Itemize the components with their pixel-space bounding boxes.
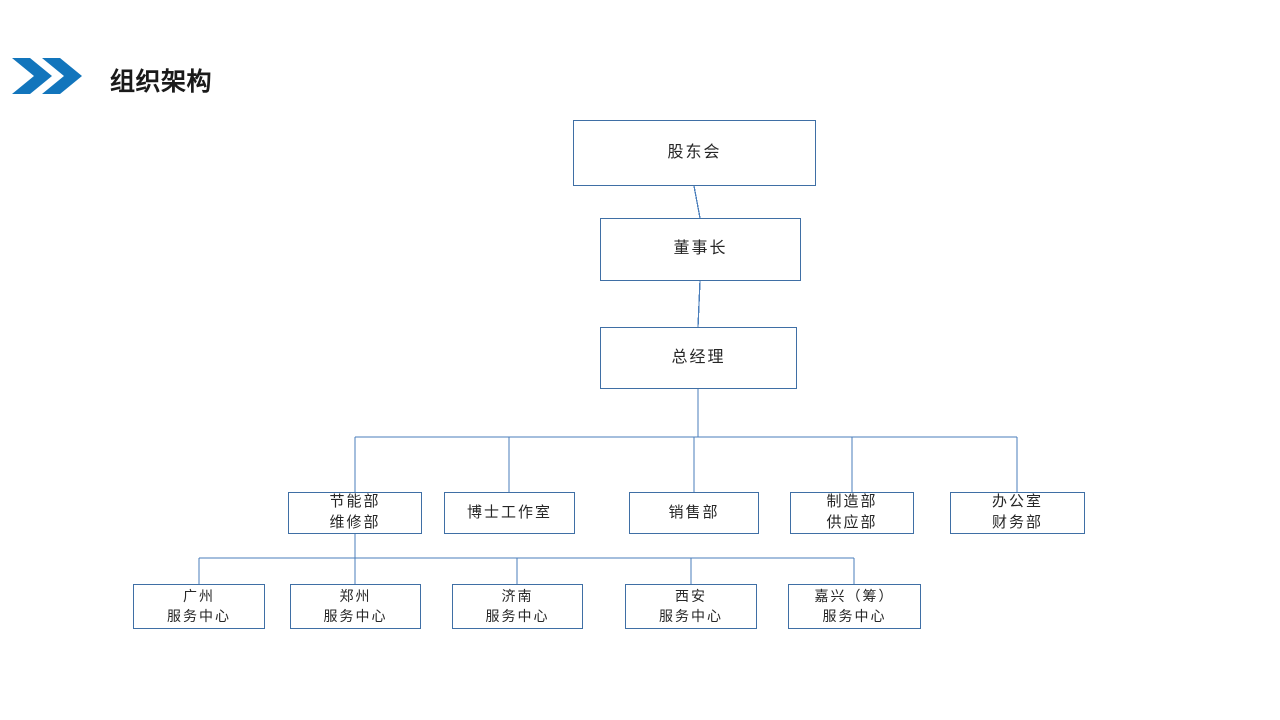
node-label-line-1: 嘉兴（筹） bbox=[814, 588, 895, 605]
node-label-line-2: 服务中心 bbox=[167, 607, 231, 624]
node-jinan-service-center[interactable]: 济南 服务中心 bbox=[452, 584, 583, 629]
node-label-line-2: 财务部 bbox=[991, 514, 1043, 531]
page-header: 组织架构 bbox=[0, 0, 1280, 110]
node-label-line-1: 制造部 bbox=[826, 493, 878, 511]
node-energy-maintenance-dept[interactable]: 节能部 维修部 bbox=[288, 492, 422, 534]
node-label-line-2: 供应部 bbox=[826, 514, 878, 531]
node-label: 股东会 bbox=[667, 143, 722, 161]
node-label-line-1: 郑州 bbox=[339, 588, 372, 605]
node-label-line-1: 办公室 bbox=[991, 493, 1043, 511]
node-chairman[interactable]: 董事长 bbox=[600, 218, 801, 281]
node-label-line-2: 服务中心 bbox=[822, 607, 887, 624]
page-title: 组织架构 bbox=[110, 68, 213, 96]
node-label-line-1: 济南 bbox=[501, 588, 534, 605]
node-label-line-2: 维修部 bbox=[329, 514, 381, 531]
node-zhengzhou-service-center[interactable]: 郑州 服务中心 bbox=[290, 584, 421, 629]
node-label-line-1: 西安 bbox=[675, 588, 707, 605]
node-guangzhou-service-center[interactable]: 广州 服务中心 bbox=[133, 584, 265, 629]
node-manufacturing-supply-dept[interactable]: 制造部 供应部 bbox=[790, 492, 914, 534]
node-label-line-2: 服务中心 bbox=[485, 607, 550, 624]
node-label-line-1: 广州 bbox=[183, 588, 215, 605]
node-label: 总经理 bbox=[671, 348, 726, 366]
node-label: 博士工作室 bbox=[466, 503, 552, 521]
node-label: 董事长 bbox=[673, 240, 728, 258]
node-label-line-2: 服务中心 bbox=[323, 607, 388, 624]
node-sales-dept[interactable]: 销售部 bbox=[629, 492, 759, 534]
double-chevron-right-icon bbox=[12, 56, 86, 96]
node-xian-service-center[interactable]: 西安 服务中心 bbox=[625, 584, 757, 629]
edge-shareholders-chairman bbox=[693, 185, 701, 219]
node-office-finance-dept[interactable]: 办公室 财务部 bbox=[950, 492, 1085, 534]
node-jiaxing-service-center[interactable]: 嘉兴（筹） 服务中心 bbox=[788, 584, 921, 629]
node-label-line-1: 节能部 bbox=[329, 493, 381, 511]
node-doctoral-studio[interactable]: 博士工作室 bbox=[444, 492, 575, 534]
node-shareholders-meeting[interactable]: 股东会 bbox=[573, 120, 816, 186]
node-general-manager[interactable]: 总经理 bbox=[600, 327, 797, 389]
node-label-line-2: 服务中心 bbox=[659, 607, 723, 624]
node-label: 销售部 bbox=[668, 503, 720, 521]
edge-chairman-gm bbox=[697, 280, 701, 328]
